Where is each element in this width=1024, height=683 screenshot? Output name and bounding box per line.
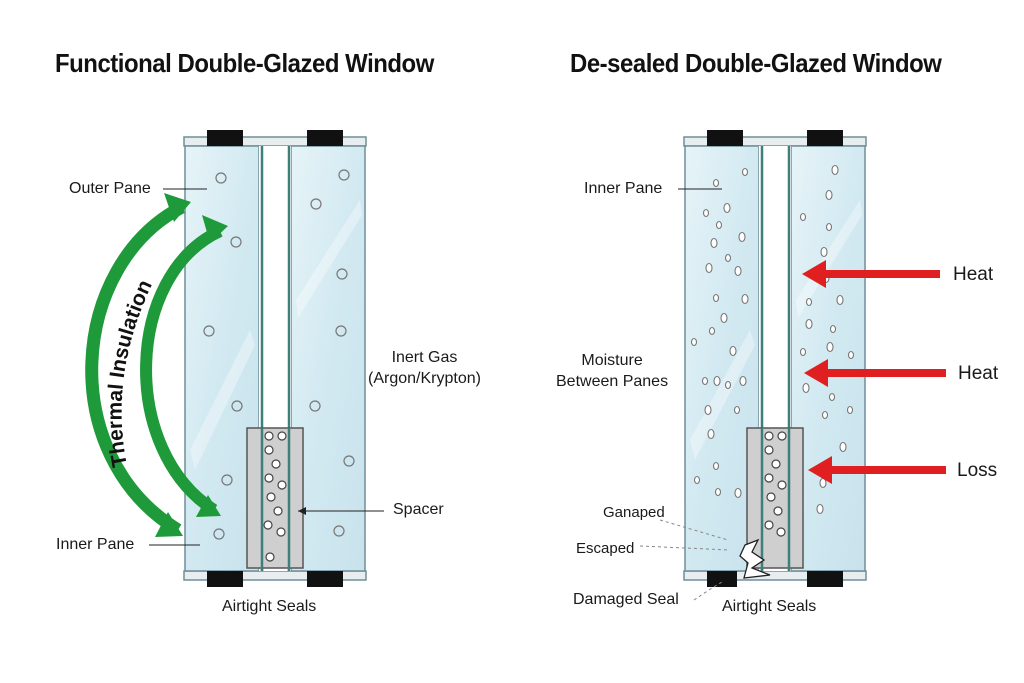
right-airtight-seals-label: Airtight Seals xyxy=(722,598,817,615)
seal-crack xyxy=(739,538,771,579)
left-airtight-seals-label: Airtight Seals xyxy=(222,598,317,615)
gap-label: Ganaped xyxy=(603,504,665,521)
damaged-leader xyxy=(693,581,723,601)
escaped-label: Escaped xyxy=(576,540,635,557)
spacer-label: Spacer xyxy=(393,501,444,518)
moisture-line1: Moisture xyxy=(581,352,643,369)
right-seal-bottom-2 xyxy=(807,571,843,587)
inert-gas-label: Inert Gas (Argon/Krypton) xyxy=(368,347,481,389)
loss-label: Loss xyxy=(957,460,998,481)
left-window xyxy=(183,130,367,587)
damaged-seal-label: Damaged Seal xyxy=(573,591,679,608)
inner-pane-label: Inner Pane xyxy=(56,536,135,553)
inert-gas-line1: Inert Gas xyxy=(391,349,458,366)
right-title: De-sealed Double-Glazed Window xyxy=(570,48,942,78)
right-window xyxy=(683,130,867,587)
right-seal-bottom-1 xyxy=(707,571,737,587)
left-title: Functional Double-Glazed Window xyxy=(55,48,434,78)
outer-pane-label: Outer Pane xyxy=(69,180,151,197)
heat-arrows xyxy=(802,260,946,484)
left-seal-top-2 xyxy=(307,130,343,146)
right-seal-top-2 xyxy=(807,130,843,146)
heat-label-2: Heat xyxy=(958,363,999,384)
left-desiccant-beads xyxy=(263,431,287,562)
left-seal-bottom-2 xyxy=(307,571,343,587)
left-seal-bottom-1 xyxy=(207,571,243,587)
left-gas-bubbles xyxy=(203,169,355,540)
thermal-insulation-arrows xyxy=(85,193,228,537)
inert-gas-line2: (Argon/Krypton) xyxy=(368,370,481,387)
left-seal-top-1 xyxy=(207,130,243,146)
right-desiccant-beads xyxy=(764,431,787,537)
moisture-line2: Between Panes xyxy=(556,373,669,390)
moisture-label: Moisture Between Panes xyxy=(556,350,668,392)
right-seal-top-1 xyxy=(707,130,743,146)
heat-label-1: Heat xyxy=(953,264,994,285)
right-inner-pane-label: Inner Pane xyxy=(584,180,663,197)
